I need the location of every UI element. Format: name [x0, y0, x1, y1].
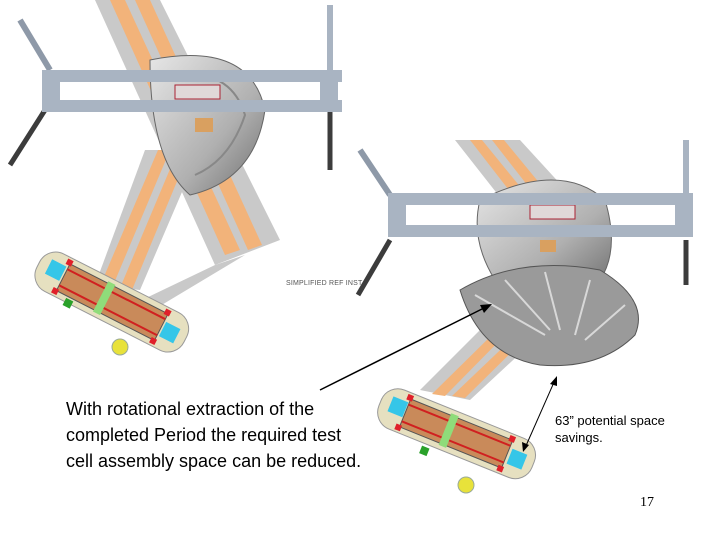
right-assembly — [355, 140, 693, 494]
right-cart — [377, 388, 537, 480]
left-assembly — [7, 0, 342, 356]
callout-arrow — [319, 304, 492, 391]
main-caption: With rotational extraction of the comple… — [66, 399, 362, 471]
left-frame — [42, 70, 342, 112]
page-number: 17 — [640, 495, 654, 510]
dimension-line — [522, 376, 557, 452]
savings-caption: 63” potential space savings. — [555, 413, 665, 445]
right-frame — [388, 193, 693, 237]
reference-label: SIMPLIFIED REF INST — [286, 280, 363, 287]
left-cart — [34, 251, 190, 353]
